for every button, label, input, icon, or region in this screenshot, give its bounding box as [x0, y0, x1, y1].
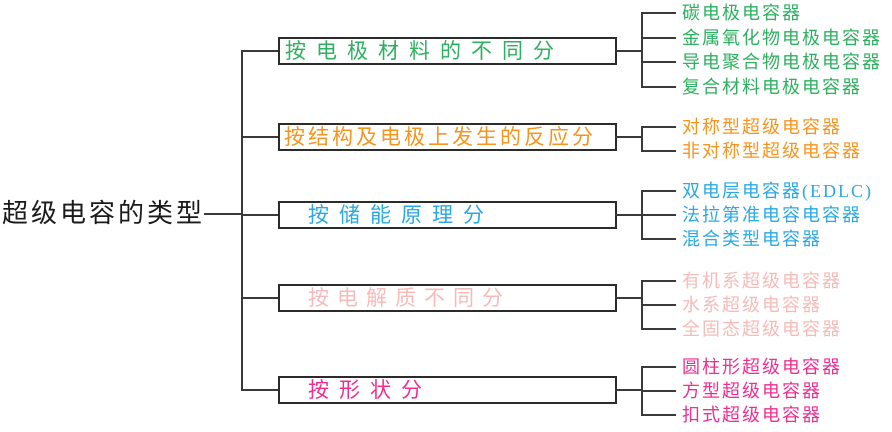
branch-label: 按储能原理分: [308, 203, 494, 227]
spine-to-box-line: [242, 389, 278, 391]
leaf-label: 法拉第准电容电容器: [682, 205, 862, 225]
box-to-leaves-line: [615, 214, 643, 216]
leaf-stub-line: [642, 61, 676, 63]
branch-box: 按电极材料的不同分: [278, 37, 617, 65]
leaf-stub-line: [642, 328, 676, 330]
leaf-label: 导电聚合物电极电容器: [682, 52, 882, 72]
leaf-stub-line: [642, 414, 676, 416]
spine-to-box-line: [242, 136, 278, 138]
spine-to-box-line: [242, 297, 278, 299]
branch-label: 按电解质不同分: [308, 286, 511, 310]
branch-label: 按结构及电极上发生的反应分: [284, 125, 596, 149]
leaf-stub-line: [642, 238, 676, 240]
leaf-label: 双电层电容器(EDLC): [682, 181, 873, 201]
leaf-stub-line: [642, 126, 676, 128]
leaf-stub-line: [642, 190, 676, 192]
branch-box: 按电解质不同分: [278, 284, 617, 312]
leaf-label: 有机系超级电容器: [682, 271, 842, 291]
leaf-label: 圆柱形超级电容器: [682, 357, 842, 377]
leaf-label: 水系超级电容器: [682, 295, 822, 315]
leaf-stub-line: [642, 214, 676, 216]
branch-box: 按结构及电极上发生的反应分: [278, 123, 617, 151]
box-to-leaves-line: [615, 297, 643, 299]
root-connector-line: [204, 213, 243, 215]
leaf-spine-line: [641, 126, 643, 152]
main-spine-line: [241, 50, 243, 391]
leaf-label: 对称型超级电容器: [682, 117, 842, 137]
branch-label: 按形状分: [308, 378, 432, 402]
leaf-stub-line: [642, 150, 676, 152]
leaf-stub-line: [642, 86, 676, 88]
branch-label: 按电极材料的不同分: [285, 39, 564, 63]
leaf-stub-line: [642, 304, 676, 306]
leaf-stub-line: [642, 366, 676, 368]
box-to-leaves-line: [615, 50, 643, 52]
branch-box: 按形状分: [278, 376, 617, 404]
leaf-stub-line: [642, 12, 676, 14]
box-to-leaves-line: [615, 389, 643, 391]
leaf-spine-line: [641, 12, 643, 88]
leaf-label: 碳电极电容器: [682, 3, 802, 23]
leaf-label: 复合材料电极电容器: [682, 77, 862, 97]
leaf-stub-line: [642, 37, 676, 39]
spine-to-box-line: [242, 214, 278, 216]
leaf-label: 扣式超级电容器: [682, 405, 822, 425]
root-node-label: 超级电容的类型: [2, 199, 206, 228]
leaf-label: 混合类型电容器: [682, 229, 822, 249]
branch-box: 按储能原理分: [278, 201, 617, 229]
leaf-label: 金属氧化物电极电容器: [682, 28, 882, 48]
leaf-label: 全固态超级电容器: [682, 319, 842, 339]
leaf-label: 非对称型超级电容器: [682, 141, 862, 161]
spine-to-box-line: [242, 50, 278, 52]
leaf-label: 方型超级电容器: [682, 381, 822, 401]
box-to-leaves-line: [615, 136, 643, 138]
leaf-stub-line: [642, 390, 676, 392]
leaf-stub-line: [642, 280, 676, 282]
